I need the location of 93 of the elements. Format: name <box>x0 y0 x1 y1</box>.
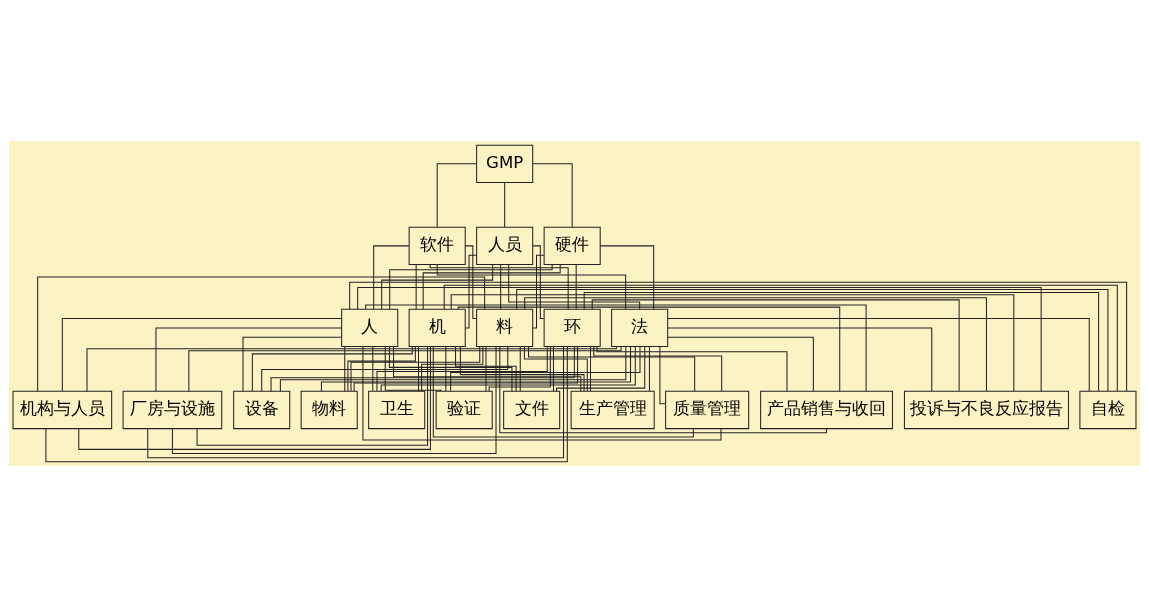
connector <box>443 284 1118 392</box>
connector <box>485 346 487 392</box>
node-box: 机 <box>408 308 466 348</box>
connector <box>357 286 1042 392</box>
connector <box>599 245 655 310</box>
connector <box>384 346 442 392</box>
connector <box>373 245 410 310</box>
node-box: 投诉与不良反应报告 <box>903 390 1069 430</box>
connector <box>381 264 494 310</box>
connector <box>575 264 577 310</box>
node-box: 验证 <box>435 390 493 430</box>
node-box: 生产管理 <box>570 390 655 430</box>
connector <box>261 346 509 392</box>
connector <box>436 264 627 310</box>
connector <box>380 346 636 392</box>
node-box: 人 <box>341 308 399 348</box>
connector <box>499 346 828 434</box>
node-box: 环 <box>543 308 601 348</box>
connector <box>516 288 1109 392</box>
connector <box>450 294 1015 392</box>
node-box: 法 <box>611 308 669 348</box>
connector <box>659 346 666 405</box>
connector <box>61 318 343 392</box>
connector <box>504 182 506 228</box>
node-box: 卫生 <box>368 390 426 430</box>
connector <box>593 346 723 392</box>
connector <box>667 336 814 392</box>
node-box: 设备 <box>233 390 291 430</box>
connector <box>445 346 447 392</box>
connector <box>556 346 646 392</box>
connector <box>417 346 419 392</box>
node-box: 文件 <box>503 390 561 430</box>
connector <box>388 346 513 392</box>
connector <box>524 297 987 392</box>
connector <box>552 346 554 392</box>
node-box: 质量管理 <box>665 390 750 430</box>
connector <box>523 346 588 392</box>
node-box: 物料 <box>300 390 358 430</box>
node-box: 料 <box>476 308 534 348</box>
node-box: 软件 <box>408 226 466 266</box>
connector <box>171 346 497 455</box>
connector <box>376 346 548 392</box>
node-box: 自检 <box>1079 390 1137 430</box>
node-box: GMP <box>476 144 534 184</box>
connector <box>251 346 413 392</box>
connector <box>45 346 568 463</box>
connector <box>457 306 841 392</box>
connector <box>344 346 346 392</box>
connector <box>436 163 477 228</box>
node-box: 硬件 <box>543 226 601 266</box>
connector <box>488 346 551 392</box>
connector <box>86 346 617 392</box>
connector <box>350 346 481 392</box>
connector <box>188 346 622 392</box>
connector <box>648 346 650 392</box>
connector <box>37 276 486 392</box>
connector <box>421 346 484 392</box>
connector <box>155 327 342 392</box>
connector <box>353 346 579 392</box>
connector <box>528 346 696 392</box>
connector <box>465 254 478 329</box>
connector <box>455 346 517 392</box>
node-box: 机构与人员 <box>12 390 113 430</box>
connector <box>372 346 374 392</box>
connector <box>393 346 582 392</box>
connector <box>667 327 933 392</box>
connector <box>583 292 1100 392</box>
connector <box>242 336 343 392</box>
connector <box>508 264 641 310</box>
connector <box>667 318 1090 392</box>
connector <box>78 346 431 450</box>
connector <box>365 304 867 392</box>
connector <box>464 245 477 320</box>
node-box: 产品销售与收回 <box>760 390 893 430</box>
connector <box>349 281 1128 392</box>
node-box: 人员 <box>476 226 534 266</box>
connector <box>590 346 592 392</box>
connector <box>519 346 521 392</box>
connector <box>459 346 585 392</box>
connector <box>389 264 553 310</box>
connector <box>362 346 722 441</box>
connector <box>532 245 545 320</box>
connector <box>270 346 575 392</box>
node-box: 厂房与设施 <box>122 390 223 430</box>
connector <box>450 346 641 392</box>
connector <box>532 254 545 329</box>
connector <box>347 346 416 392</box>
connector <box>591 299 960 392</box>
connector <box>532 163 573 228</box>
connector <box>500 264 502 310</box>
connector <box>147 346 565 459</box>
connector <box>415 264 417 310</box>
connector <box>596 346 788 392</box>
